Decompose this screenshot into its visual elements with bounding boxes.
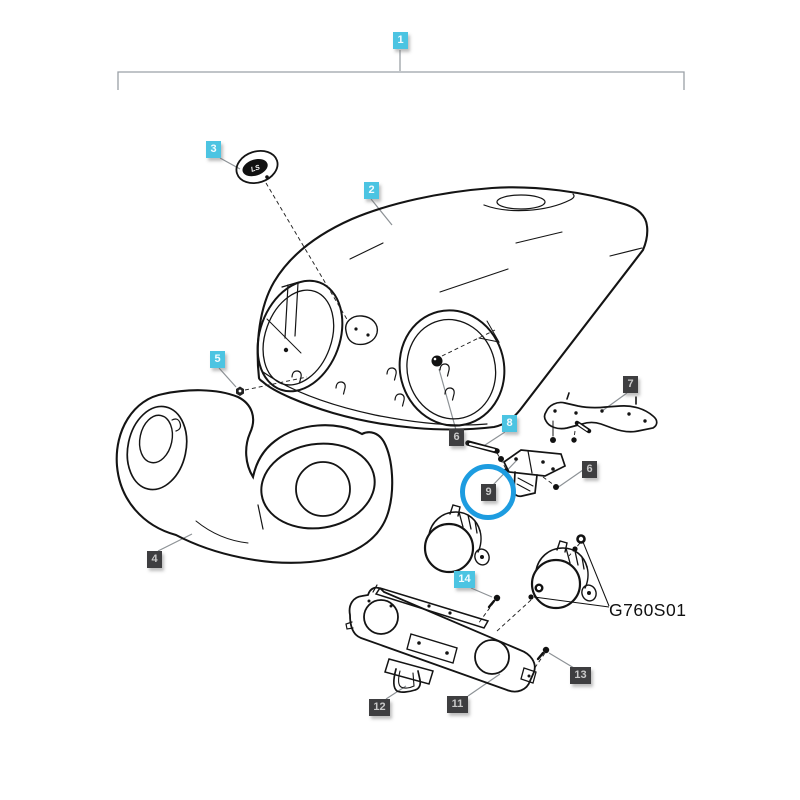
- bolt: [528, 594, 534, 600]
- part-badge-12[interactable]: 12: [369, 699, 390, 716]
- pin-part: [465, 440, 509, 474]
- lamp-bracket-part: [502, 449, 567, 498]
- grommet-bolt: [431, 355, 443, 367]
- part-badge-3[interactable]: 3: [206, 141, 221, 158]
- hood-clips: [291, 363, 455, 407]
- emblem-logo-text: LS: [250, 164, 261, 174]
- support-bracket-part: [543, 392, 658, 443]
- washer: [571, 437, 577, 443]
- part-badge-5[interactable]: 5: [210, 351, 225, 368]
- part-badge-14[interactable]: 14: [454, 571, 475, 588]
- assembly-ref-lines: [533, 541, 610, 608]
- hood-part: [256, 186, 649, 431]
- screw: [536, 646, 550, 661]
- washer: [534, 583, 544, 593]
- emblem-part: LS: [235, 149, 279, 185]
- lower-panel-part: [345, 584, 537, 693]
- part-badge-11[interactable]: 11: [447, 696, 468, 713]
- bolt: [550, 437, 556, 443]
- emblem-mount: [345, 315, 379, 346]
- handle-bracket-part: [384, 658, 434, 693]
- bolt: [498, 456, 504, 462]
- part-badge-2[interactable]: 2: [364, 182, 379, 199]
- bolt: [553, 484, 559, 490]
- part-badge-8[interactable]: 8: [502, 415, 517, 432]
- washer: [576, 534, 586, 544]
- part-badge-6a[interactable]: 6: [449, 429, 464, 446]
- part-badge-7[interactable]: 7: [623, 376, 638, 393]
- part-badge-4[interactable]: 4: [147, 551, 162, 568]
- grille-part: [115, 389, 394, 564]
- leader-lines: [157, 157, 628, 700]
- fog-lamp-right: [530, 540, 597, 610]
- part-badge-9[interactable]: 9: [481, 484, 496, 501]
- assembly-code-link[interactable]: G760S01: [609, 600, 687, 620]
- part-badge-6b[interactable]: 6: [582, 461, 597, 478]
- fuel-filler-recess: [483, 193, 575, 212]
- group-bracket: [117, 50, 685, 90]
- part-badge-13[interactable]: 13: [570, 667, 591, 684]
- nut-part: [236, 386, 244, 396]
- assembly-dashed-lines: [244, 182, 581, 670]
- bolt: [572, 546, 578, 552]
- lamp-fasteners: [487, 534, 586, 661]
- part-badge-1[interactable]: 1: [393, 32, 408, 49]
- screw: [487, 594, 501, 609]
- fog-lamp-left: [423, 504, 490, 574]
